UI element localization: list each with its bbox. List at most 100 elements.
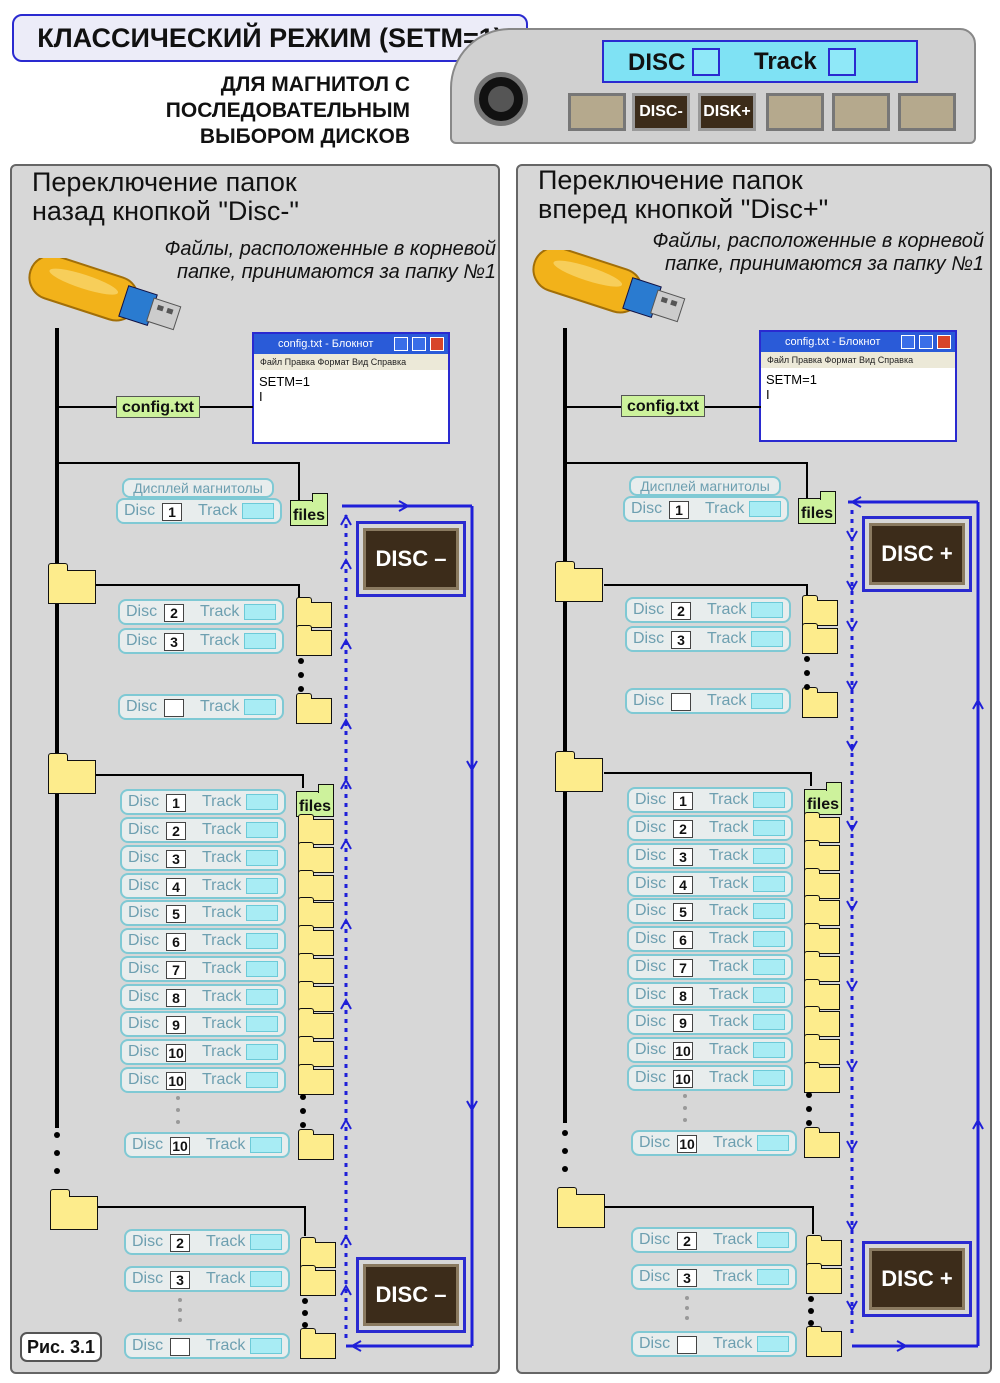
radio-button[interactable]: [766, 93, 824, 131]
notepad-content[interactable]: SETM=1 I: [254, 370, 448, 408]
minimize-icon[interactable]: [901, 335, 915, 349]
row-disc-number: 3: [170, 1271, 190, 1289]
row-track-label: Track: [713, 1268, 753, 1285]
row-disc-number: 7: [166, 961, 186, 979]
arrow-head-icon: [896, 1340, 909, 1352]
row-track-label: Track: [202, 960, 242, 977]
row-disc-label: Disc: [128, 904, 160, 921]
row-track-box: [246, 1044, 278, 1060]
ellipsis-dot: [300, 1108, 306, 1114]
close-icon[interactable]: [937, 335, 951, 349]
lcd-disc-box: [692, 48, 720, 76]
row-track-label: Track: [202, 1043, 242, 1060]
row-disc-number: 10: [166, 1072, 186, 1090]
ellipsis-dot: [804, 656, 810, 662]
tree-branch: [304, 1206, 306, 1236]
radio-button[interactable]: [832, 93, 890, 131]
row-disc-number: 3: [166, 850, 186, 868]
radio-button[interactable]: [898, 93, 956, 131]
folder-icon: [298, 814, 334, 845]
row-disc-label: Disc: [635, 819, 667, 836]
ellipsis-dot: [806, 1120, 812, 1126]
row-disc-number: 3: [673, 848, 693, 866]
row-track-label: Track: [200, 698, 240, 715]
disc-plus-label: DISC +: [869, 523, 965, 585]
row-disc-number: 1: [673, 792, 693, 810]
tree-branch: [96, 584, 300, 586]
disc-plus-big-button[interactable]: DISC +: [862, 516, 972, 592]
folder-icon: [804, 923, 840, 954]
row-track-label: Track: [202, 904, 242, 921]
row-disc-number: 7: [673, 959, 693, 977]
radio-lcd: DISC Track: [602, 40, 918, 83]
close-icon[interactable]: [430, 337, 444, 351]
folder-icon: [804, 951, 840, 982]
disc-plus-big-button[interactable]: DISC +: [862, 1241, 972, 1317]
notepad-menu[interactable]: Файл Правка Формат Вид Справка: [761, 352, 955, 368]
row-track-box: [246, 850, 278, 866]
arrow-head-icon: [846, 680, 858, 693]
row-track-box: [244, 699, 276, 715]
ellipsis-dot: [683, 1106, 687, 1110]
folder-icon: [298, 870, 334, 901]
row-track-box: [242, 503, 274, 519]
tree-branch: [604, 1206, 814, 1208]
disc-minus-big-button[interactable]: DISC –: [356, 521, 466, 597]
row-track-box: [753, 903, 785, 919]
row-disc-label: Disc: [639, 1268, 671, 1285]
ellipsis-dot: [806, 1106, 812, 1112]
folder-icon: [296, 693, 332, 724]
row-disc-number: 2: [164, 604, 184, 622]
row-disc-number: 2: [673, 820, 693, 838]
row-disc-label: Disc: [128, 821, 160, 838]
row-track-box: [246, 989, 278, 1005]
notepad-menu[interactable]: Файл Правка Формат Вид Справка: [254, 354, 448, 370]
disc-plus-label: DISC +: [869, 1248, 965, 1310]
tree-branch: [565, 462, 807, 464]
radio-button[interactable]: [568, 93, 626, 131]
minimize-icon[interactable]: [394, 337, 408, 351]
row-disc-number: 1: [669, 501, 689, 519]
row-disc-number: 2: [170, 1234, 190, 1252]
tree-branch: [810, 772, 812, 786]
row-track-label: Track: [709, 930, 749, 947]
tree-branch: [298, 462, 300, 502]
disk-plus-button[interactable]: DISK+: [698, 93, 756, 131]
notepad-content[interactable]: SETM=1 I: [761, 368, 955, 406]
folder-icon: [298, 925, 334, 956]
row-track-label: Track: [705, 500, 745, 517]
row-disc-number: 1: [162, 503, 182, 521]
row-track-label: Track: [709, 1041, 749, 1058]
tree-branch: [604, 584, 808, 586]
row-disc-label: Disc: [128, 793, 160, 810]
notepad-window: config.txt - Блокнот Файл Правка Формат …: [759, 330, 957, 442]
subtitle-line: ДЛЯ МАГНИТОЛ С: [220, 73, 410, 96]
disc-minus-button[interactable]: DISC-: [632, 93, 690, 131]
subtitle-line: ВЫБОРОМ ДИСКОВ: [199, 125, 410, 148]
row-disc-number: 5: [673, 903, 693, 921]
ellipsis-dot: [562, 1148, 568, 1154]
disc-minus-big-button[interactable]: DISC –: [356, 1257, 466, 1333]
row-disc-number: 2: [166, 822, 186, 840]
row-track-label: Track: [206, 1233, 246, 1250]
notepad-title: config.txt - Блокнот: [785, 336, 881, 348]
folder-icon: [298, 1036, 334, 1067]
arrow-head-icon: [340, 557, 352, 570]
right-note: Файлы, расположенные в корневой папке, п…: [584, 230, 984, 276]
maximize-icon[interactable]: [412, 337, 426, 351]
maximize-icon[interactable]: [919, 335, 933, 349]
row-track-label: Track: [206, 1270, 246, 1287]
arrow-head-icon: [340, 513, 352, 526]
row-disc-label: Disc: [124, 502, 156, 519]
